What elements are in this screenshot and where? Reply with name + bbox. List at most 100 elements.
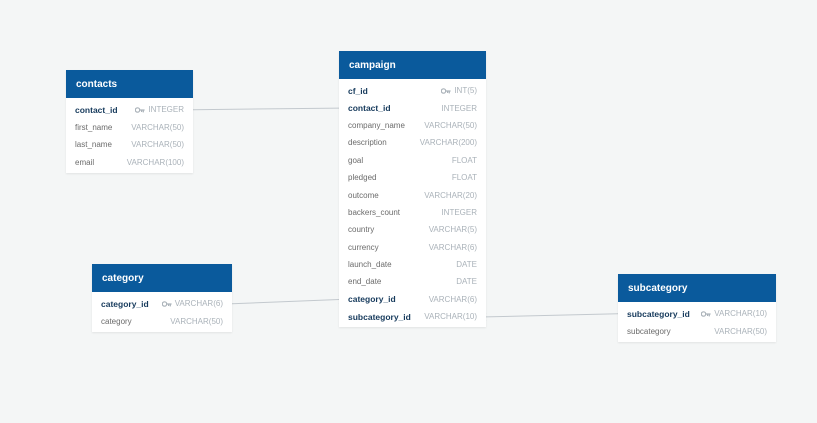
column-type: VARCHAR(20) bbox=[424, 190, 477, 200]
column-type: INTEGER bbox=[441, 103, 477, 113]
table-header[interactable]: subcategory bbox=[618, 274, 776, 302]
column-row-contact-id[interactable]: contact_id INTEGER bbox=[339, 99, 486, 116]
column-name: backers_count bbox=[348, 207, 401, 217]
column-row-end-date[interactable]: end_date DATE bbox=[339, 273, 486, 290]
column-row-last-name[interactable]: last_name VARCHAR(50) bbox=[66, 136, 193, 154]
column-type-cell: INTEGER bbox=[135, 105, 184, 114]
column-row-company-name[interactable]: company_name VARCHAR(50) bbox=[339, 117, 486, 134]
column-name: subcategory bbox=[627, 326, 671, 336]
column-row-contact-id[interactable]: contact_id INTEGER bbox=[66, 101, 193, 119]
column-name: subcategory_id bbox=[627, 308, 690, 319]
column-name: category bbox=[101, 316, 132, 326]
table-header[interactable]: contacts bbox=[66, 70, 193, 98]
column-type: FLOAT bbox=[451, 155, 477, 165]
column-type: VARCHAR(6) bbox=[174, 299, 223, 309]
column-type: VARCHAR(50) bbox=[131, 140, 184, 150]
column-row-category[interactable]: category VARCHAR(50) bbox=[92, 313, 232, 331]
column-row-cf-id[interactable]: cf_id INT(5) bbox=[339, 82, 486, 99]
column-name: pledged bbox=[348, 173, 377, 183]
column-type-cell: DATE bbox=[456, 260, 477, 269]
column-row-email[interactable]: email VARCHAR(100) bbox=[66, 154, 193, 172]
column-type-cell: VARCHAR(100) bbox=[127, 158, 184, 167]
column-type-cell: VARCHAR(6) bbox=[429, 295, 477, 304]
column-type: INTEGER bbox=[148, 105, 184, 115]
column-name: contact_id bbox=[348, 103, 391, 114]
table-header[interactable]: campaign bbox=[339, 51, 486, 79]
column-type-cell: VARCHAR(6) bbox=[429, 243, 477, 252]
column-row-subcategory-id[interactable]: subcategory_id VARCHAR(10) bbox=[618, 305, 776, 323]
primary-key-icon bbox=[441, 87, 451, 94]
column-row-first-name[interactable]: first_name VARCHAR(50) bbox=[66, 119, 193, 137]
column-name: last_name bbox=[75, 140, 112, 150]
column-type-cell: VARCHAR(5) bbox=[429, 225, 477, 234]
column-row-goal[interactable]: goal FLOAT bbox=[339, 152, 486, 169]
column-name: goal bbox=[348, 155, 364, 165]
column-name: contact_id bbox=[75, 104, 118, 115]
column-type-cell: VARCHAR(10) bbox=[424, 312, 477, 321]
column-name: first_name bbox=[75, 122, 113, 132]
column-row-pledged[interactable]: pledged FLOAT bbox=[339, 169, 486, 186]
column-type: VARCHAR(50) bbox=[131, 122, 184, 132]
column-row-subcategory[interactable]: subcategory VARCHAR(50) bbox=[618, 323, 776, 341]
column-name: company_name bbox=[348, 120, 405, 130]
column-type-cell: FLOAT bbox=[452, 173, 477, 182]
column-type: VARCHAR(50) bbox=[424, 120, 477, 130]
column-type: VARCHAR(50) bbox=[714, 326, 767, 336]
column-type-cell: INTEGER bbox=[441, 104, 477, 113]
column-type-cell: VARCHAR(20) bbox=[424, 191, 477, 200]
column-name: subcategory_id bbox=[348, 311, 411, 322]
column-name: launch_date bbox=[348, 260, 392, 270]
primary-key-icon bbox=[161, 300, 172, 307]
column-type: FLOAT bbox=[451, 173, 477, 183]
column-type-cell: VARCHAR(10) bbox=[701, 309, 767, 318]
column-row-subcategory-id[interactable]: subcategory_id VARCHAR(10) bbox=[339, 308, 486, 325]
column-type-cell: VARCHAR(6) bbox=[161, 299, 223, 309]
column-type-cell: INTEGER bbox=[441, 208, 477, 217]
column-row-currency[interactable]: currency VARCHAR(6) bbox=[339, 239, 486, 256]
column-type-cell: VARCHAR(50) bbox=[714, 327, 767, 336]
primary-key-icon bbox=[701, 310, 711, 317]
column-type: VARCHAR(6) bbox=[428, 294, 477, 304]
column-row-country[interactable]: country VARCHAR(5) bbox=[339, 221, 486, 238]
column-type: INTEGER bbox=[441, 207, 477, 217]
column-type-cell: VARCHAR(50) bbox=[131, 140, 184, 149]
column-name: currency bbox=[348, 242, 379, 252]
column-row-backers-count[interactable]: backers_count INTEGER bbox=[339, 204, 486, 221]
column-name: description bbox=[348, 138, 387, 148]
column-name: email bbox=[75, 157, 95, 167]
column-type-cell: DATE bbox=[456, 277, 477, 286]
relationship-line bbox=[485, 313, 619, 318]
column-type: VARCHAR(10) bbox=[424, 312, 477, 322]
column-type: INT(5) bbox=[454, 86, 477, 96]
column-name: end_date bbox=[348, 277, 382, 287]
table-columns: subcategory_id VARCHAR(10) subcategory VARC… bbox=[618, 302, 776, 342]
column-type-cell: VARCHAR(50) bbox=[170, 317, 223, 326]
column-type-cell: VARCHAR(50) bbox=[131, 123, 184, 132]
column-type: DATE bbox=[456, 260, 477, 270]
table-header[interactable]: category bbox=[92, 264, 232, 292]
table-title: contacts bbox=[76, 78, 118, 90]
column-type-cell: FLOAT bbox=[452, 156, 477, 165]
column-row-category-id[interactable]: category_id VARCHAR(6) bbox=[339, 291, 486, 308]
column-type: VARCHAR(50) bbox=[170, 316, 223, 326]
column-type: VARCHAR(5) bbox=[428, 225, 477, 235]
column-row-launch-date[interactable]: launch_date DATE bbox=[339, 256, 486, 273]
table-title: category bbox=[102, 272, 144, 284]
column-name: country bbox=[348, 225, 375, 235]
table-title: subcategory bbox=[628, 282, 688, 294]
column-name: cf_id bbox=[348, 85, 368, 96]
relationship-line bbox=[231, 299, 340, 305]
column-type-cell: VARCHAR(50) bbox=[424, 121, 477, 130]
column-name: category_id bbox=[348, 294, 396, 305]
